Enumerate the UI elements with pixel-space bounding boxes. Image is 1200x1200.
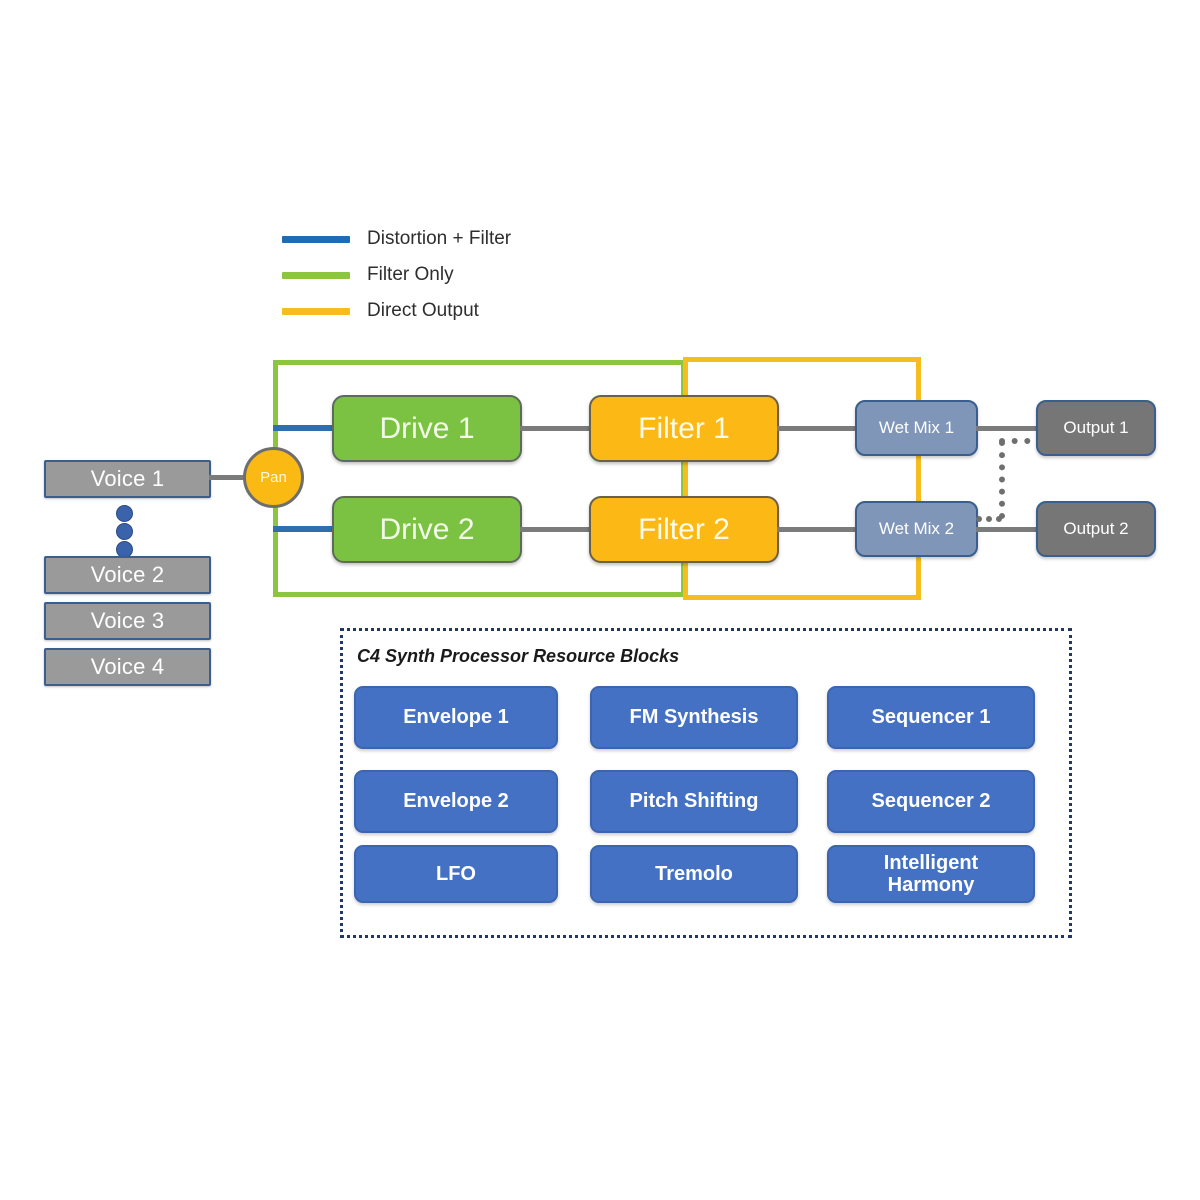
filter-block-2[interactable]: Filter 2 xyxy=(589,496,779,563)
resource-label-pitch-shifting: Pitch Shifting xyxy=(629,790,759,813)
resource-label-intelligent-harmony: Intelligent Harmony xyxy=(883,851,979,896)
voice-label-4: Voice 4 xyxy=(90,654,165,679)
pan-label: Pan xyxy=(260,469,287,486)
pan-node[interactable]: Pan xyxy=(243,447,304,508)
output-label-2: Output 2 xyxy=(1063,519,1129,538)
resource-block-lfo[interactable]: LFO xyxy=(354,845,558,903)
voice-block-2[interactable]: Voice 2 xyxy=(44,556,211,594)
wet-mix-label-1: Wet Mix 1 xyxy=(878,418,955,437)
voice-block-4[interactable]: Voice 4 xyxy=(44,648,211,686)
resource-block-pitch-shifting[interactable]: Pitch Shifting xyxy=(590,770,798,833)
resource-panel-title: C4 Synth Processor Resource Blocks xyxy=(357,646,680,666)
filter-label-2: Filter 2 xyxy=(638,512,730,546)
drive-block-1[interactable]: Drive 1 xyxy=(332,395,522,462)
dashed-link-vertical xyxy=(999,440,1005,519)
wire-drive2-to-filter2 xyxy=(520,527,592,532)
filter-label-1: Filter 1 xyxy=(638,411,730,445)
legend-label-direct-output: Direct Output xyxy=(367,300,479,321)
resource-label-fm-synthesis: FM Synthesis xyxy=(629,706,759,729)
wire-voice1-to-pan xyxy=(209,475,253,480)
resource-label-sequencer-2: Sequencer 2 xyxy=(871,790,991,813)
wire-blue-to-drive-1 xyxy=(273,425,335,431)
wet-mix-block-2[interactable]: Wet Mix 2 xyxy=(855,501,978,557)
routing-path-direct-output xyxy=(683,357,921,600)
resource-block-envelope-2[interactable]: Envelope 2 xyxy=(354,770,558,833)
wire-filter1-to-wetmix1 xyxy=(777,426,857,431)
resource-label-tremolo: Tremolo xyxy=(655,862,733,885)
output-block-2[interactable]: Output 2 xyxy=(1036,501,1156,557)
drive-label-2: Drive 2 xyxy=(379,512,475,546)
legend-swatch-distortion-filter xyxy=(282,235,350,243)
voice-label-1: Voice 1 xyxy=(90,466,165,491)
wire-wetmix2-to-output2 xyxy=(976,527,1038,532)
resource-block-fm-synthesis[interactable]: FM Synthesis xyxy=(590,686,798,749)
wire-drive1-to-filter1 xyxy=(520,426,592,431)
wet-mix-block-1[interactable]: Wet Mix 1 xyxy=(855,400,978,456)
legend-item-direct-output: Direct Output xyxy=(282,300,479,322)
voice-block-3[interactable]: Voice 3 xyxy=(44,602,211,640)
resource-label-lfo: LFO xyxy=(436,862,476,885)
drive-block-2[interactable]: Drive 2 xyxy=(332,496,522,563)
resource-block-envelope-1[interactable]: Envelope 1 xyxy=(354,686,558,749)
resource-block-intelligent-harmony[interactable]: Intelligent Harmony xyxy=(827,845,1035,903)
legend-swatch-direct-output xyxy=(282,307,350,315)
legend-item-distortion-filter: Distortion + Filter xyxy=(282,228,511,250)
resource-label-envelope-1: Envelope 1 xyxy=(403,706,509,729)
resource-block-tremolo[interactable]: Tremolo xyxy=(590,845,798,903)
wire-wetmix1-to-output1 xyxy=(976,426,1038,431)
dashed-link-to-output1 xyxy=(999,438,1043,444)
wire-blue-to-drive-2 xyxy=(273,526,335,532)
dashed-link-wetmix2-stub xyxy=(976,516,1002,522)
resource-label-envelope-2: Envelope 2 xyxy=(403,790,509,813)
drive-label-1: Drive 1 xyxy=(379,411,475,445)
voice-ellipsis-dot-1 xyxy=(116,505,133,522)
voice-label-3: Voice 3 xyxy=(90,608,165,633)
output-block-1[interactable]: Output 1 xyxy=(1036,400,1156,456)
legend-item-filter-only: Filter Only xyxy=(282,264,454,286)
filter-block-1[interactable]: Filter 1 xyxy=(589,395,779,462)
legend-label-distortion-filter: Distortion + Filter xyxy=(367,228,512,249)
legend-label-filter-only: Filter Only xyxy=(367,264,454,285)
legend-swatch-filter-only xyxy=(282,271,350,279)
voice-label-2: Voice 2 xyxy=(90,562,165,587)
resource-block-sequencer-1[interactable]: Sequencer 1 xyxy=(827,686,1035,749)
voice-block-1[interactable]: Voice 1 xyxy=(44,460,211,498)
resource-label-sequencer-1: Sequencer 1 xyxy=(871,706,991,729)
output-label-1: Output 1 xyxy=(1063,418,1129,437)
wire-filter2-to-wetmix2 xyxy=(777,527,857,532)
voice-ellipsis-dot-2 xyxy=(116,523,133,540)
wet-mix-label-2: Wet Mix 2 xyxy=(878,519,955,538)
resource-block-sequencer-2[interactable]: Sequencer 2 xyxy=(827,770,1035,833)
